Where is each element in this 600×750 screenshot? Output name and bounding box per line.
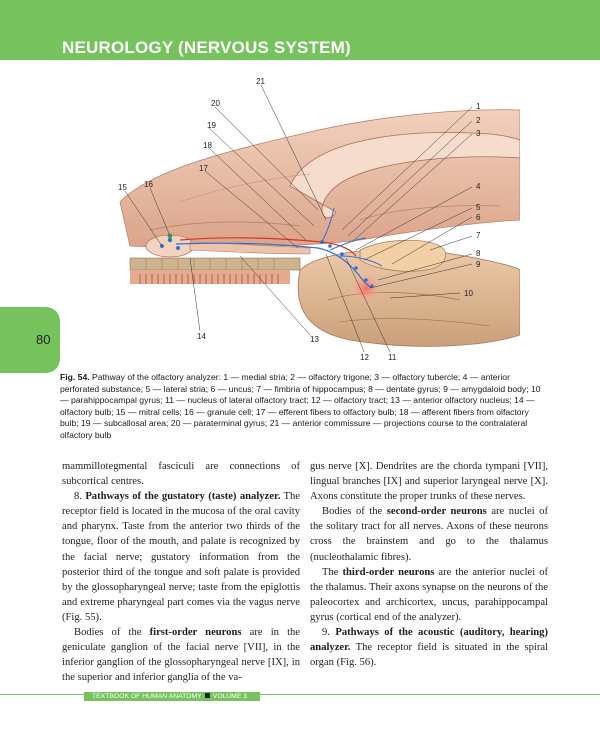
olfactory-tract — [189, 241, 311, 255]
figure-label: 20 — [211, 99, 220, 108]
caption-label: Fig. 54. — [60, 372, 90, 382]
footer-rule — [0, 694, 600, 695]
paragraph: 8. Pathways of the gustatory (taste) ana… — [62, 491, 300, 623]
figure-label: 17 — [199, 164, 208, 173]
amygdala-glow — [350, 272, 382, 304]
page-number: 80 — [36, 332, 51, 347]
figure-label: 1 — [476, 102, 481, 111]
figure-label: 9 — [476, 260, 481, 269]
corpus-callosum — [289, 132, 520, 219]
paragraph: gus nerve [X]. Dendrites are the chorda … — [310, 461, 548, 503]
paragraph: mammillotegmental fasciculi are connecti… — [62, 461, 300, 488]
cribriform-plate — [129, 257, 301, 271]
uncus — [359, 239, 446, 272]
efferent-fibres — [179, 237, 357, 257]
text-column-right: gus nerve [X]. Dendrites are the chorda … — [310, 459, 548, 670]
figure-label: 4 — [476, 182, 481, 191]
figure-label: 13 — [310, 335, 319, 344]
figure-caption: Fig. 54. Pathway of the olfactory analyz… — [60, 372, 544, 442]
figure-label: 16 — [144, 180, 153, 189]
text-column-left: mammillotegmental fasciculi are connecti… — [62, 459, 300, 685]
figure-label: 19 — [207, 121, 216, 130]
figure-label: 18 — [203, 141, 212, 150]
figure-label: 11 — [388, 353, 397, 362]
footer-band — [84, 692, 260, 701]
figure-label: 14 — [197, 332, 206, 341]
figure-label: 8 — [476, 249, 481, 258]
figure-label: 12 — [360, 353, 369, 362]
square-icon — [204, 693, 210, 698]
anatomy-illustration: 1 2 3 4 5 6 7 8 9 10 11 12 13 14 15 16 1… — [118, 77, 520, 362]
header-band — [0, 0, 600, 60]
page-tab — [0, 307, 60, 373]
footer-volume: VOLUME 3 — [212, 693, 248, 700]
figure-label: 21 — [256, 77, 265, 86]
paragraph: The third-order neurons are the anterior… — [310, 566, 549, 623]
figure-label: 2 — [476, 116, 481, 125]
figure-olfactory-pathway: 1 2 3 4 5 6 7 8 9 10 11 12 13 14 15 16 1… — [60, 70, 520, 370]
figure-label: 6 — [476, 213, 481, 222]
paragraph: 9. Pathways of the acoustic (auditory, h… — [310, 627, 548, 669]
chapter-title: NEUROLOGY (NERVOUS SYSTEM) — [62, 38, 351, 57]
figure-label: 10 — [464, 289, 473, 298]
figure-label: 5 — [476, 203, 481, 212]
footer-text: TEXTBOOK OF HUMAN ANATOMY VOLUME 3 — [92, 692, 247, 701]
figure-label: 3 — [476, 129, 481, 138]
caption-text: Pathway of the olfactory analyzer: 1 — m… — [60, 372, 541, 440]
footer-book-title: TEXTBOOK OF HUMAN ANATOMY — [92, 693, 202, 700]
figure-label: 15 — [118, 183, 127, 192]
figure-label: 7 — [476, 231, 481, 240]
paragraph: Bodies of the first-order neurons are in… — [62, 627, 301, 684]
paragraph: Bodies of the second-order neurons are n… — [310, 506, 548, 563]
afferent-fibres — [175, 242, 373, 289]
